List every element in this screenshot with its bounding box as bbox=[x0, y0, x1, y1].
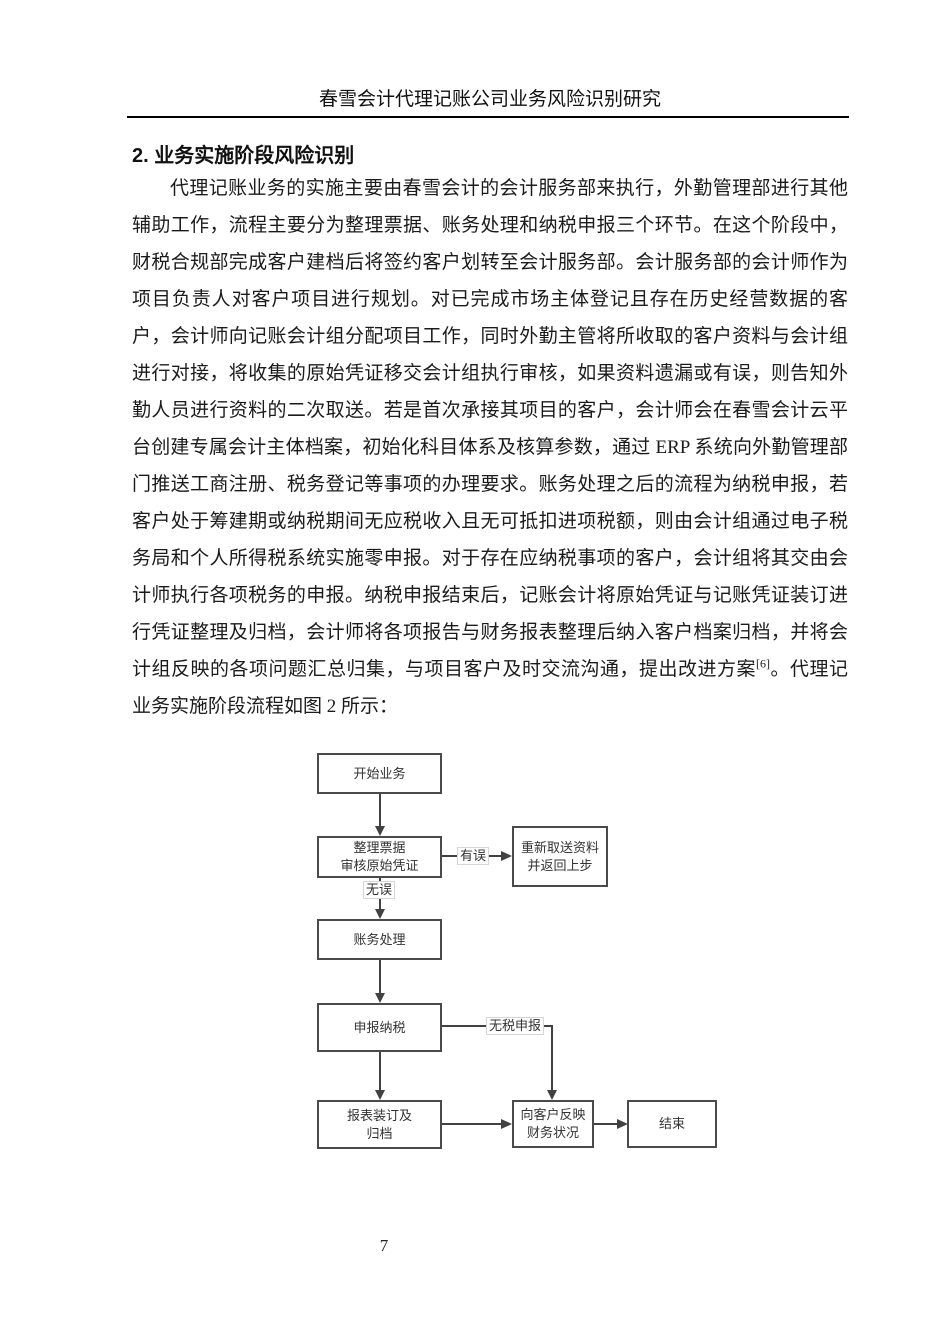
paragraph-line: 计师执行各项税务的申报。纳税申报结束后，记账会计将原始凭证与记账凭证装订进 bbox=[132, 585, 848, 606]
arrowhead-right bbox=[617, 1119, 628, 1129]
flow-node-start: 开始业务 bbox=[317, 753, 442, 794]
paragraph-line: 辅助工作，流程主要分为整理票据、账务处理和纳税申报三个环节。在这个阶段中， bbox=[132, 215, 848, 236]
arrowhead-right bbox=[501, 851, 512, 861]
arrowhead-down bbox=[375, 909, 385, 919]
flow-node-end: 结束 bbox=[627, 1100, 717, 1148]
paragraph-text: 。代理记账 bbox=[769, 659, 848, 680]
edge-label-has-error: 有误 bbox=[456, 847, 490, 865]
paragraph-line: 行凭证整理及归档，会计师将各项报告与财务报表整理后纳入客户档案归档，并将会 bbox=[132, 622, 848, 643]
section-heading: 2. 业务实施阶段风险识别 bbox=[132, 145, 355, 167]
flow-node-client-feedback: 向客户反映 财务状况 bbox=[512, 1100, 594, 1148]
flow-edge-tax-archive bbox=[379, 1052, 381, 1091]
paragraph-line: 进行对接，将收集的原始凭证移交会计组执行审核，如果资料遗漏或有误，则告知外 bbox=[132, 363, 848, 384]
arrowhead-down bbox=[547, 1090, 557, 1100]
flow-edge-accounting-tax bbox=[379, 960, 381, 994]
edge-label-no-error: 无误 bbox=[362, 881, 396, 899]
paragraph-line: 业务实施阶段流程如图 2 所示： bbox=[132, 696, 399, 717]
paragraph-line: 代理记账业务的实施主要由春雪会计的会计服务部来执行，外勤管理部进行其他 bbox=[170, 178, 848, 199]
paragraph-line: 台创建专属会计主体档案，初始化科目体系及核算参数，通过 ERP 系统向外勤管理部 bbox=[132, 437, 848, 458]
paragraph-line: 项目负责人对客户项目进行规划。对已完成市场主体登记且存在历史经营数据的客 bbox=[132, 289, 848, 310]
arrowhead-down bbox=[375, 826, 385, 836]
paragraph-line: 户，会计师向记账会计组分配项目工作，同时外勤主管将所收取的客户资料与会计组 bbox=[132, 326, 848, 347]
paragraph-line: 计组反映的各项问题汇总归集，与项目客户及时交流沟通，提出改进方案[6]。代理记账 bbox=[132, 651, 848, 688]
page-number: 7 bbox=[379, 1236, 389, 1255]
flow-node-accounting: 账务处理 bbox=[317, 919, 442, 960]
edge-label-no-tax: 无税申报 bbox=[485, 1017, 545, 1035]
paragraph-line: 门推送工商注册、税务登记等事项的办理要求。账务处理之后的流程为纳税申报，若 bbox=[132, 474, 848, 495]
flow-edge-start-review bbox=[379, 794, 381, 827]
flow-edge-archive-feedback bbox=[442, 1123, 502, 1125]
paragraph-line: 勤人员进行资料的二次取送。若是首次承接其项目的客户，会计师会在春雪会计云平 bbox=[132, 400, 848, 421]
paragraph-text: 计组反映的各项问题汇总归集，与项目客户及时交流沟通，提出改进方案 bbox=[132, 659, 756, 680]
paragraph-line: 务局和个人所得税系统实施零申报。对于存在应纳税事项的客户，会计组将其交由会 bbox=[132, 548, 848, 569]
flow-edge-tax-feedback-vertical bbox=[551, 1025, 553, 1091]
footnote-ref: [6] bbox=[755, 656, 770, 671]
flow-node-binding-archive: 报表装订及 归档 bbox=[317, 1100, 442, 1149]
flow-node-redo-collection: 重新取送资料 并返回上步 bbox=[512, 826, 608, 887]
flow-node-review-vouchers: 整理票据 审核原始凭证 bbox=[317, 836, 442, 878]
header-rule bbox=[127, 116, 849, 118]
body-paragraph: 代理记账业务的实施主要由春雪会计的会计服务部来执行，外勤管理部进行其他 辅助工作… bbox=[132, 170, 848, 725]
flow-node-tax-filing: 申报纳税 bbox=[317, 1003, 442, 1052]
arrowhead-down bbox=[375, 993, 385, 1003]
arrowhead-down bbox=[375, 1090, 385, 1100]
paragraph-line: 财税合规部完成客户建档后将签约客户划转至会计服务部。会计服务部的会计师作为 bbox=[132, 252, 848, 273]
paragraph-line: 客户处于筹建期或纳税期间无应税收入且无可抵扣进项税额，则由会计组通过电子税 bbox=[132, 511, 848, 532]
arrowhead-right bbox=[501, 1119, 512, 1129]
running-header-title: 春雪会计代理记账公司业务风险识别研究 bbox=[318, 89, 661, 110]
flow-edge-feedback-end bbox=[594, 1123, 618, 1125]
